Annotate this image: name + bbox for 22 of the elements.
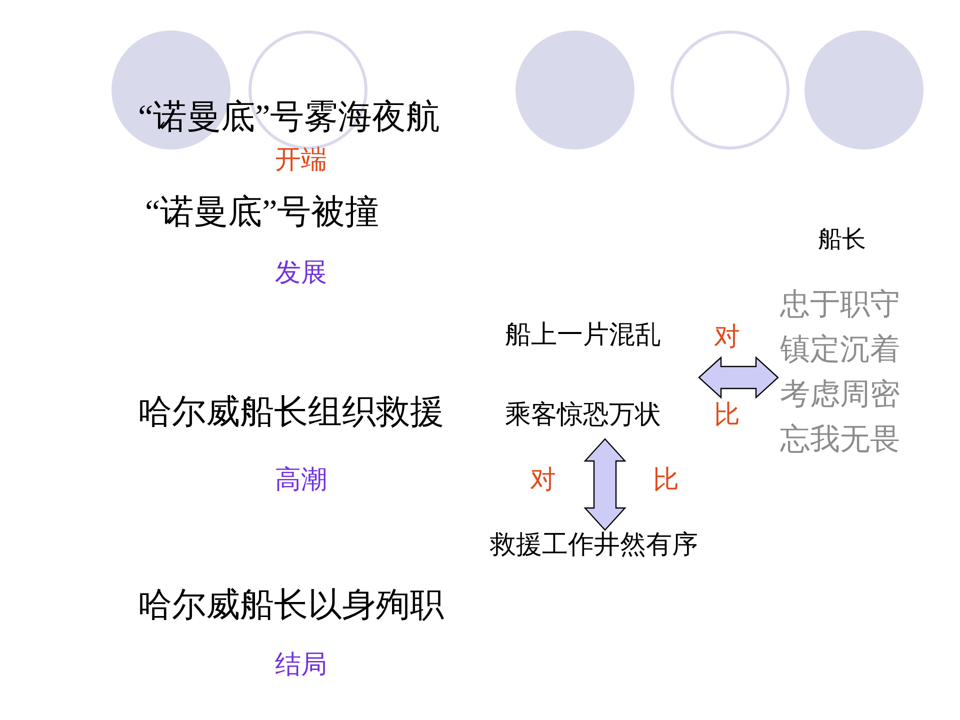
double-block-arrow	[698, 356, 779, 399]
scene-text: 船上一片混乱	[505, 320, 661, 350]
scene-text: 救援工作井然有序	[490, 530, 698, 560]
contrast-label: 比	[653, 465, 679, 495]
trait-text: 忘我无畏	[780, 423, 900, 458]
stage-label: 发展	[275, 258, 327, 288]
event-text: 哈尔威船长组织救援	[138, 393, 444, 432]
stage-label: 结局	[275, 650, 327, 680]
trait-text: 镇定沉着	[780, 333, 900, 368]
heading-text: 船长	[818, 226, 866, 254]
trait-text: 忠于职守	[780, 288, 900, 322]
contrast-label: 对	[714, 322, 740, 352]
contrast-label: 对	[530, 465, 556, 495]
double-block-arrow	[584, 438, 626, 531]
trait-text: 考虑周密	[780, 378, 900, 412]
event-text: “诺曼底”号被撞	[145, 193, 380, 232]
scene-text: 乘客惊恐万状	[505, 400, 661, 430]
event-text: “诺曼底”号雾海夜航	[138, 98, 440, 138]
stage-label: 高潮	[275, 465, 327, 495]
stage-label: 开端	[275, 145, 327, 175]
contrast-label: 比	[714, 400, 740, 430]
event-text: 哈尔威船长以身殉职	[138, 586, 444, 626]
